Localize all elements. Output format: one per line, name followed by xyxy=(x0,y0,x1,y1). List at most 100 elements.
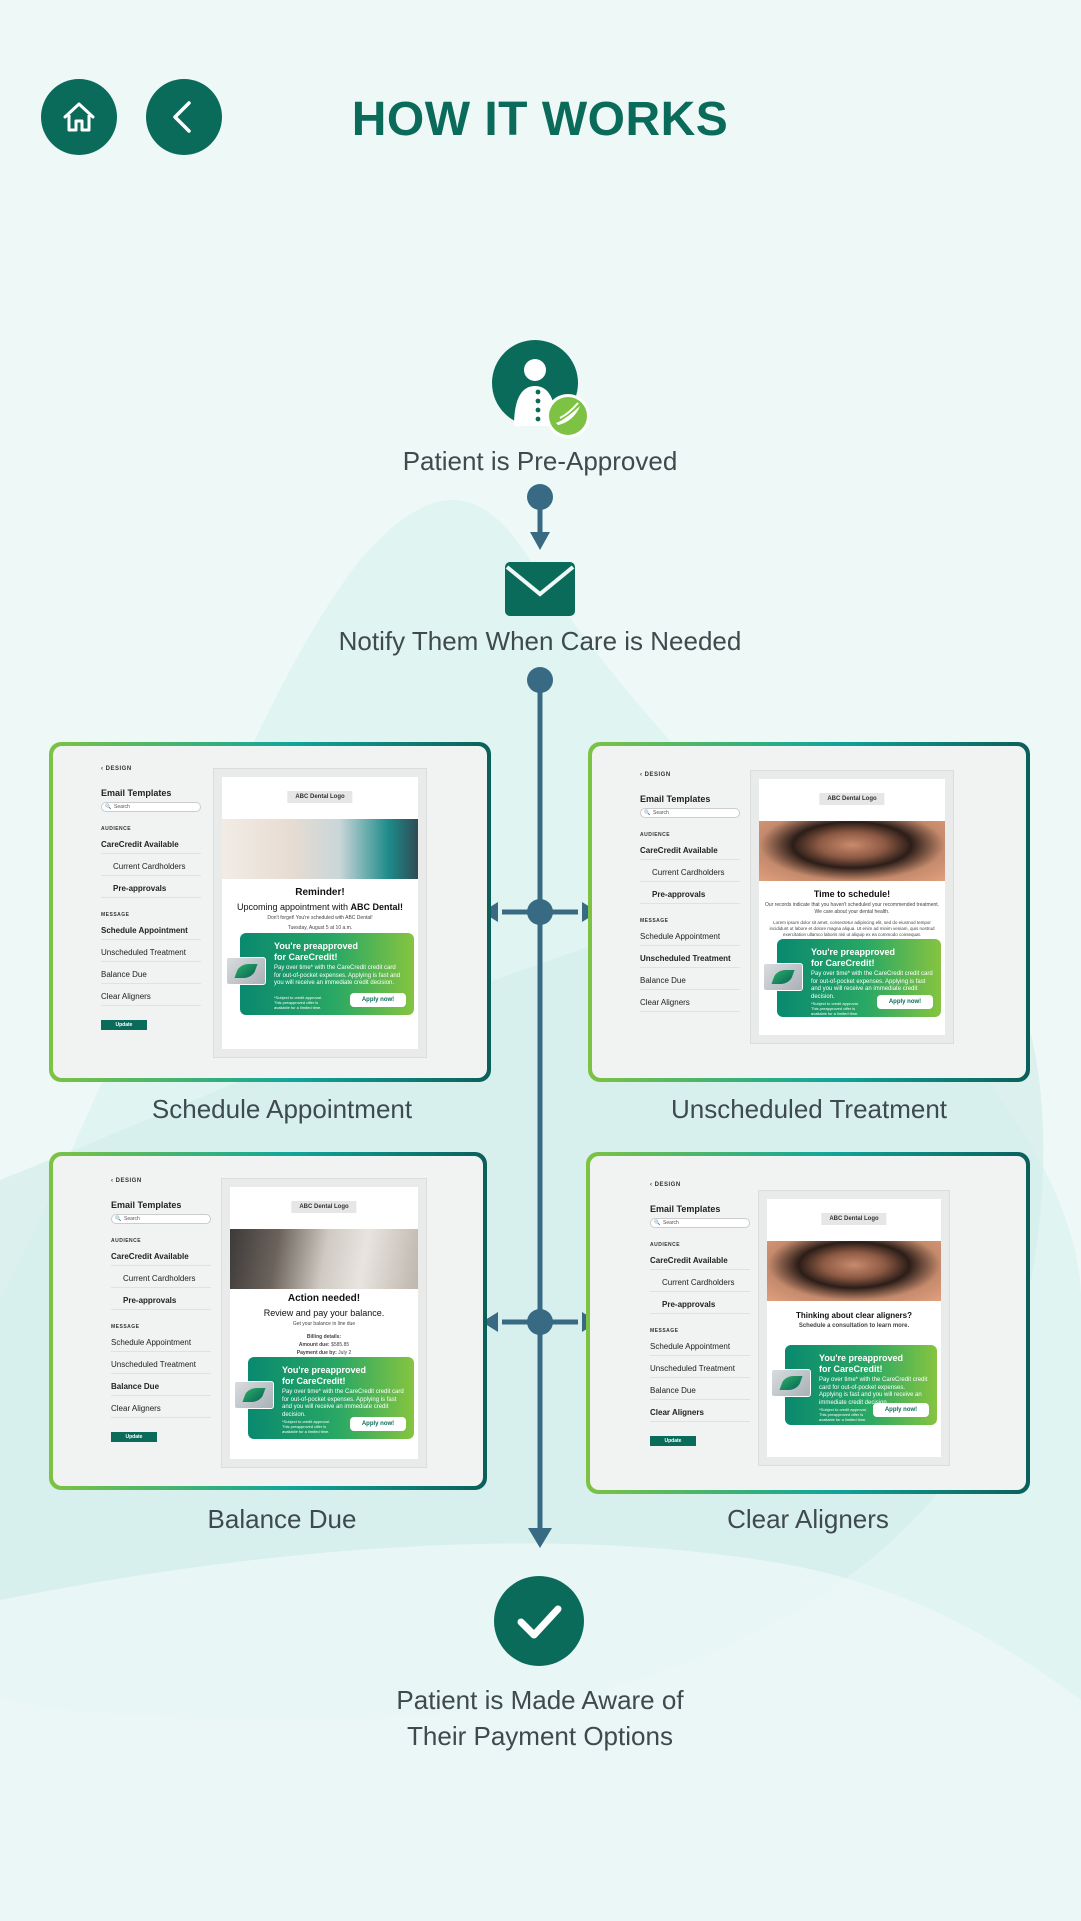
email-subheadline: Schedule a consultation to learn more. xyxy=(798,1323,910,1329)
step-notify-label: Notify Them When Care is Needed xyxy=(338,626,742,656)
sidebar-item-pre-approvals[interactable]: Pre-approvals xyxy=(650,1300,750,1314)
sidebar-item-clear-aligners[interactable]: Clear Aligners xyxy=(111,1404,211,1418)
design-breadcrumb[interactable]: ‹ DESIGN xyxy=(101,766,132,772)
message-heading: MESSAGE xyxy=(101,912,130,918)
sidebar-item-carecredit-available[interactable]: CareCredit Available xyxy=(111,1252,211,1266)
email-hero-photo xyxy=(767,1241,941,1301)
dental-logo-placeholder: ABC Dental Logo xyxy=(287,791,353,803)
email-subheadline: Our records indicate that you haven't sc… xyxy=(764,902,940,915)
sidebar-item-schedule-appointment[interactable]: Schedule Appointment xyxy=(640,932,740,946)
email-headline: Reminder! xyxy=(295,887,345,898)
message-heading: MESSAGE xyxy=(111,1324,140,1330)
apply-now-button[interactable]: Apply now! xyxy=(877,995,933,1009)
step-pre-approved-label: Patient is Pre-Approved xyxy=(402,446,678,476)
sidebar-item-balance-due[interactable]: Balance Due xyxy=(640,976,740,990)
sidebar-item-schedule-appointment[interactable]: Schedule Appointment xyxy=(650,1342,750,1356)
design-breadcrumb[interactable]: ‹ DESIGN xyxy=(640,772,671,778)
back-button[interactable] xyxy=(146,79,222,155)
sidebar-item-carecredit-available[interactable]: CareCredit Available xyxy=(650,1256,750,1270)
envelope-icon xyxy=(505,562,575,616)
sidebar-item-current-cardholders[interactable]: Current Cardholders xyxy=(650,1278,750,1292)
email-templates-heading: Email Templates xyxy=(111,1200,182,1210)
template-card-balance-due[interactable]: ‹ DESIGN Email Templates Search AUDIENCE… xyxy=(49,1152,487,1490)
card-label-unscheduled-treatment: Unscheduled Treatment xyxy=(670,1094,948,1124)
sidebar-item-balance-due[interactable]: Balance Due xyxy=(101,970,201,984)
template-card-schedule-appointment[interactable]: ‹ DESIGN Email Templates Search AUDIENCE… xyxy=(49,742,491,1082)
update-button[interactable]: Update xyxy=(111,1432,157,1442)
sidebar-item-unscheduled-treatment[interactable]: Unscheduled Treatment xyxy=(101,948,201,962)
message-heading: MESSAGE xyxy=(650,1328,679,1334)
email-subheadline: Review and pay your balance. xyxy=(263,1308,385,1318)
sidebar-item-current-cardholders[interactable]: Current Cardholders xyxy=(111,1274,211,1288)
update-button[interactable]: Update xyxy=(650,1436,696,1446)
sidebar-item-balance-due[interactable]: Balance Due xyxy=(650,1386,750,1400)
sidebar-item-clear-aligners[interactable]: Clear Aligners xyxy=(650,1408,750,1422)
design-breadcrumb[interactable]: ‹ DESIGN xyxy=(650,1182,681,1188)
update-button[interactable]: Update xyxy=(101,1020,147,1030)
page-title: HOW IT WORKS xyxy=(351,93,729,146)
sidebar-item-pre-approvals[interactable]: Pre-approvals xyxy=(101,884,201,898)
template-sidebar: ‹ DESIGN Email Templates Search AUDIENCE… xyxy=(101,766,201,1030)
template-card-clear-aligners[interactable]: ‹ DESIGN Email Templates Search AUDIENCE… xyxy=(586,1152,1030,1494)
sidebar-item-schedule-appointment[interactable]: Schedule Appointment xyxy=(101,926,201,940)
person-approved-icon xyxy=(492,340,592,438)
email-hero-photo xyxy=(222,819,418,879)
sidebar-item-clear-aligners[interactable]: Clear Aligners xyxy=(101,992,201,1006)
home-icon xyxy=(63,102,95,132)
sidebar-item-unscheduled-treatment[interactable]: Unscheduled Treatment xyxy=(650,1364,750,1378)
template-card-unscheduled-treatment[interactable]: ‹ DESIGN Email Templates Search AUDIENCE… xyxy=(588,742,1030,1082)
search-input[interactable]: Search xyxy=(650,1218,750,1228)
checkmark-icon xyxy=(494,1576,584,1666)
dental-logo-placeholder: ABC Dental Logo xyxy=(291,1201,357,1213)
credit-card-icon xyxy=(771,1369,811,1397)
apply-now-button[interactable]: Apply now! xyxy=(350,993,406,1007)
card-label-clear-aligners: Clear Aligners xyxy=(727,1504,889,1534)
card-label-schedule-appointment: Schedule Appointment xyxy=(151,1094,413,1124)
email-body-text: Don't forget! You're scheduled with ABC … xyxy=(267,915,373,921)
design-breadcrumb[interactable]: ‹ DESIGN xyxy=(111,1178,142,1184)
sidebar-item-balance-due[interactable]: Balance Due xyxy=(111,1382,211,1396)
audience-heading: AUDIENCE xyxy=(111,1238,142,1244)
template-sidebar: ‹ DESIGN Email Templates Search AUDIENCE… xyxy=(111,1178,211,1442)
credit-card-icon xyxy=(226,957,266,985)
email-body-text: Get your balance in line due xyxy=(292,1321,356,1327)
audience-heading: AUDIENCE xyxy=(650,1242,681,1248)
email-headline: Thinking about clear aligners? xyxy=(795,1311,913,1320)
email-body-text: Lorem ipsum dolor sit amet, consectetur … xyxy=(769,920,935,937)
sidebar-item-current-cardholders[interactable]: Current Cardholders xyxy=(101,862,201,876)
search-input[interactable]: Search xyxy=(101,802,201,812)
email-hero-photo xyxy=(759,821,945,881)
template-sidebar: ‹ DESIGN Email Templates Search AUDIENCE… xyxy=(640,772,740,1012)
email-templates-heading: Email Templates xyxy=(650,1204,721,1214)
email-preview: ABC Dental Logo Thinking about clear ali… xyxy=(758,1190,950,1466)
sidebar-item-carecredit-available[interactable]: CareCredit Available xyxy=(640,846,740,860)
dental-logo-placeholder: ABC Dental Logo xyxy=(821,1213,887,1225)
chevron-left-icon xyxy=(173,101,191,133)
home-button[interactable] xyxy=(41,79,117,155)
apply-now-button[interactable]: Apply now! xyxy=(873,1403,929,1417)
email-templates-heading: Email Templates xyxy=(101,788,172,798)
sidebar-item-pre-approvals[interactable]: Pre-approvals xyxy=(111,1296,211,1310)
template-sidebar: ‹ DESIGN Email Templates Search AUDIENCE… xyxy=(650,1182,750,1446)
sidebar-item-carecredit-available[interactable]: CareCredit Available xyxy=(101,840,201,854)
search-input[interactable]: Search xyxy=(640,808,740,818)
final-step-label: Patient is Made Aware of Their Payment O… xyxy=(396,1685,684,1751)
email-hero-photo xyxy=(230,1229,418,1289)
search-input[interactable]: Search xyxy=(111,1214,211,1224)
sidebar-item-current-cardholders[interactable]: Current Cardholders xyxy=(640,868,740,882)
sidebar-item-unscheduled-treatment[interactable]: Unscheduled Treatment xyxy=(111,1360,211,1374)
sidebar-item-schedule-appointment[interactable]: Schedule Appointment xyxy=(111,1338,211,1352)
amount-due: Amount due: $585.85 xyxy=(298,1342,350,1348)
email-headline: Time to schedule! xyxy=(813,889,891,899)
sidebar-item-clear-aligners[interactable]: Clear Aligners xyxy=(640,998,740,1012)
sidebar-item-unscheduled-treatment[interactable]: Unscheduled Treatment xyxy=(640,954,740,968)
email-preview: ABC Dental Logo Time to schedule! Our re… xyxy=(750,770,954,1044)
sidebar-item-pre-approvals[interactable]: Pre-approvals xyxy=(640,890,740,904)
payment-due: Payment due by: July 2 xyxy=(296,1350,352,1356)
apply-now-button[interactable]: Apply now! xyxy=(350,1417,406,1431)
